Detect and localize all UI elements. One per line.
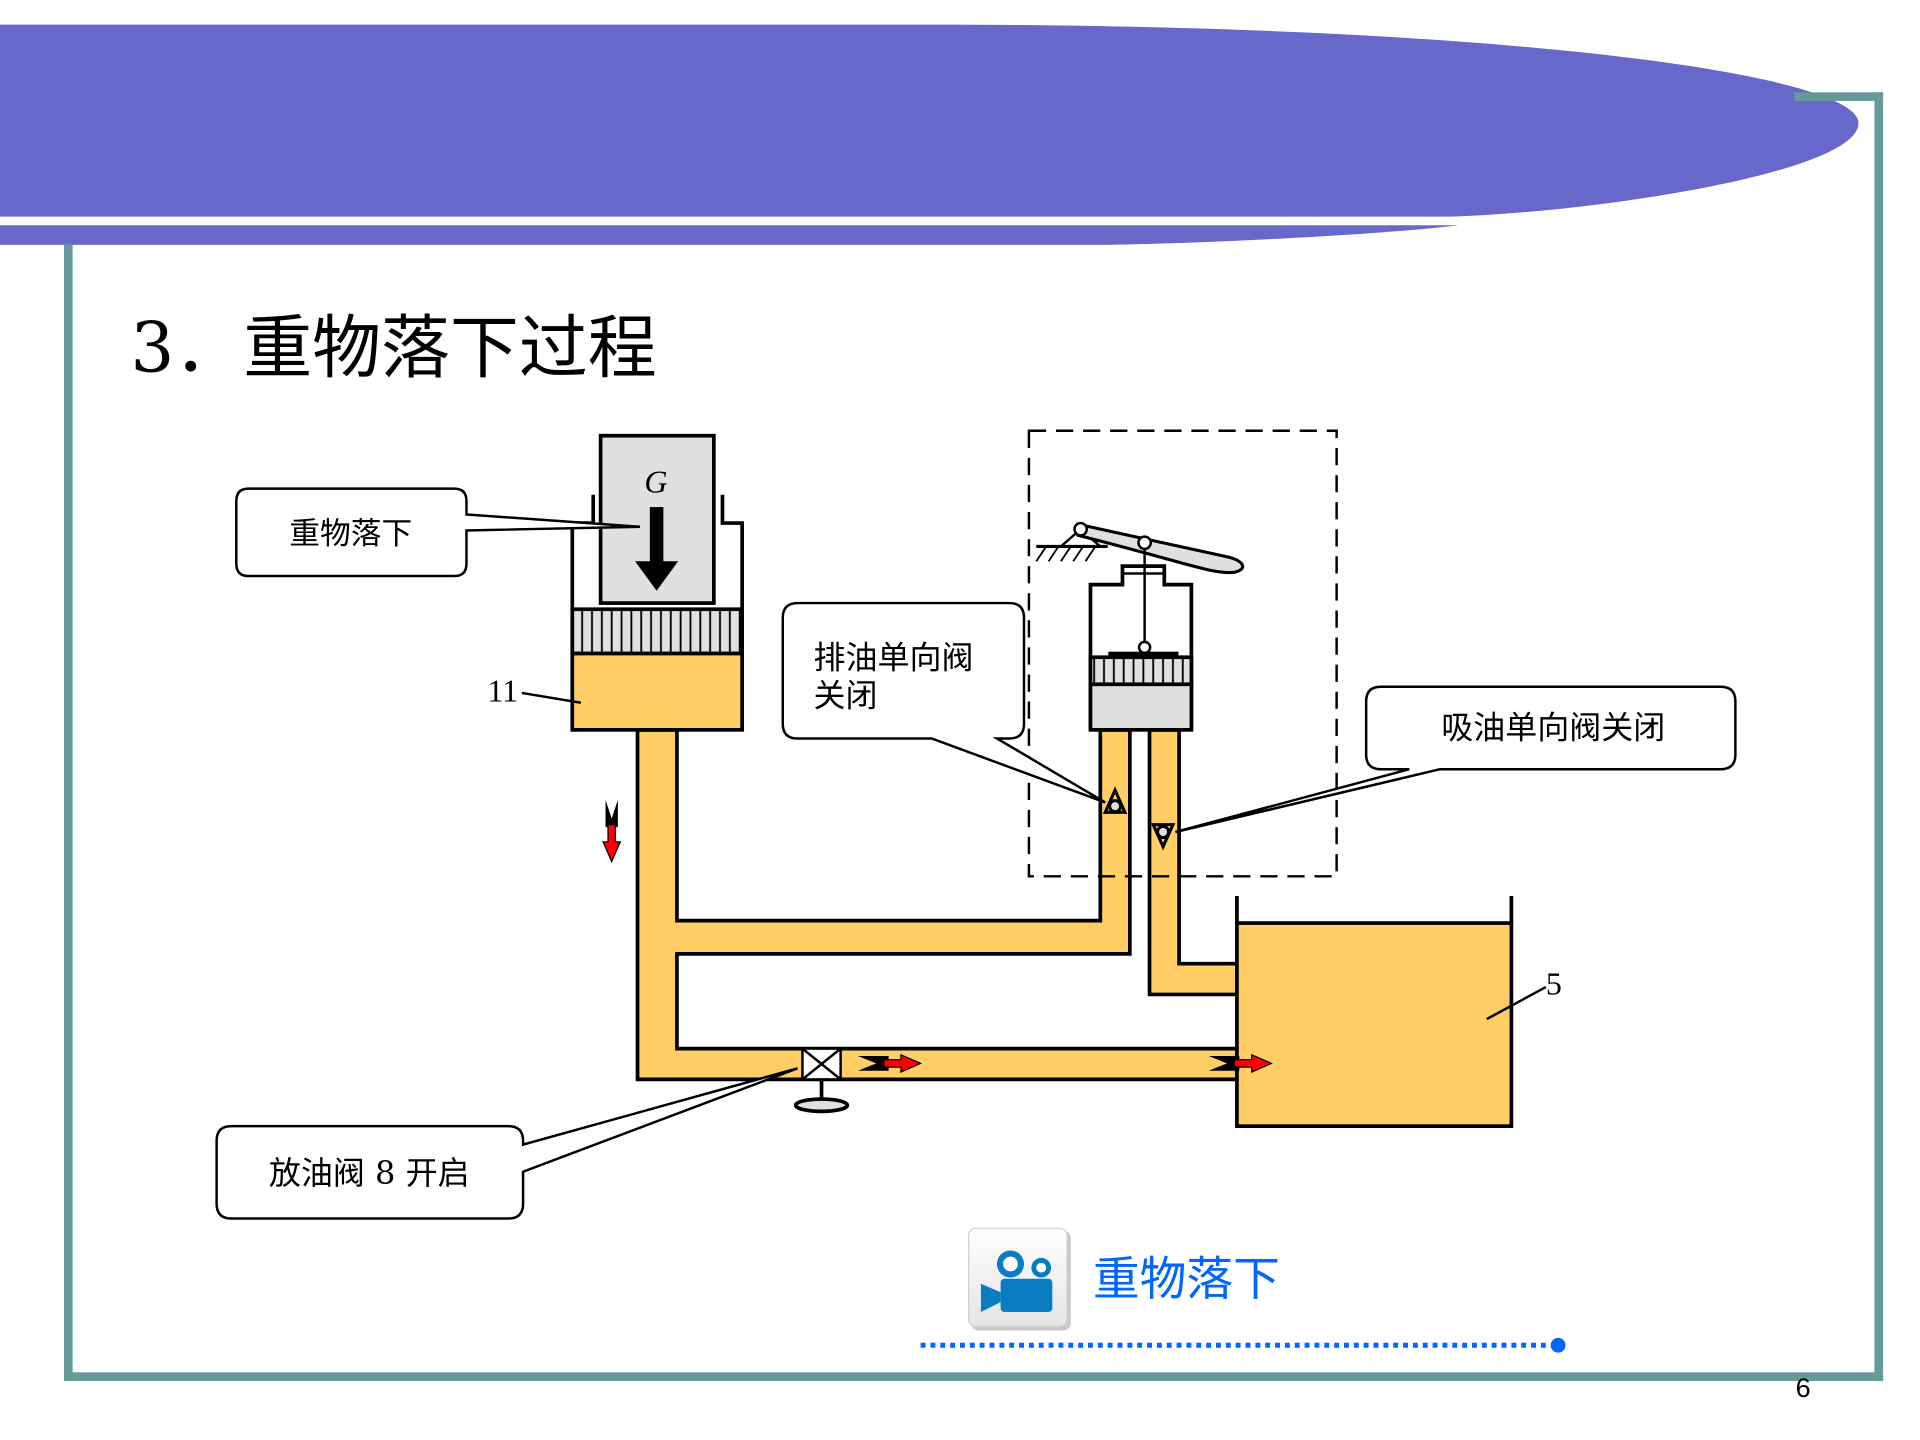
video-link-label[interactable]: 重物落下 [1093, 1253, 1280, 1307]
callout-release-valve-text: 放油阀 8 开启 [269, 1154, 470, 1192]
callout-release-valve: 放油阀 8 开启 [215, 1067, 798, 1220]
callout-weight-falling: 重物落下 [235, 487, 641, 578]
label-tank-5: 5 [1546, 965, 1562, 1001]
callout-discharge-valve-line2: 关闭 [814, 676, 878, 714]
flow-arrow-right-icon [857, 1053, 923, 1073]
dotted-divider [920, 1337, 1566, 1353]
hand-pump [1035, 521, 1245, 732]
oil-pipes [635, 728, 1239, 1082]
pump-dashed-boundary [1027, 429, 1338, 878]
callout-suction-valve: 吸油单向阀关闭 [1175, 685, 1737, 834]
flow-arrow-down-icon [602, 800, 622, 864]
header-banner [0, 24, 1859, 245]
video-camera-icon [980, 1250, 1053, 1312]
weight-symbol: G [644, 463, 667, 499]
callout-discharge-valve-line1: 排油单向阀 [814, 638, 974, 676]
slide-title: 3．重物落下过程 [130, 309, 656, 389]
suction-check-valve-icon [1150, 823, 1176, 851]
oil-tank [1235, 896, 1514, 1129]
release-valve-icon [793, 1047, 850, 1114]
down-arrow-icon [635, 507, 679, 591]
label-cylinder-11: 11 [487, 673, 518, 709]
hydraulic-diagram: G 11 [487, 429, 1562, 1129]
slide-frame [64, 92, 1884, 1381]
page-number: 6 [1796, 1372, 1811, 1403]
callout-suction-valve-text: 吸油单向阀关闭 [1441, 708, 1665, 746]
callout-discharge-valve: 排油单向阀 关闭 [781, 601, 1106, 804]
video-link-button[interactable] [968, 1227, 1071, 1331]
callout-weight-falling-text: 重物落下 [289, 516, 412, 552]
flow-arrow-right-icon [1208, 1053, 1273, 1073]
lifting-cylinder: G [570, 433, 744, 732]
discharge-check-valve-icon [1102, 786, 1128, 814]
